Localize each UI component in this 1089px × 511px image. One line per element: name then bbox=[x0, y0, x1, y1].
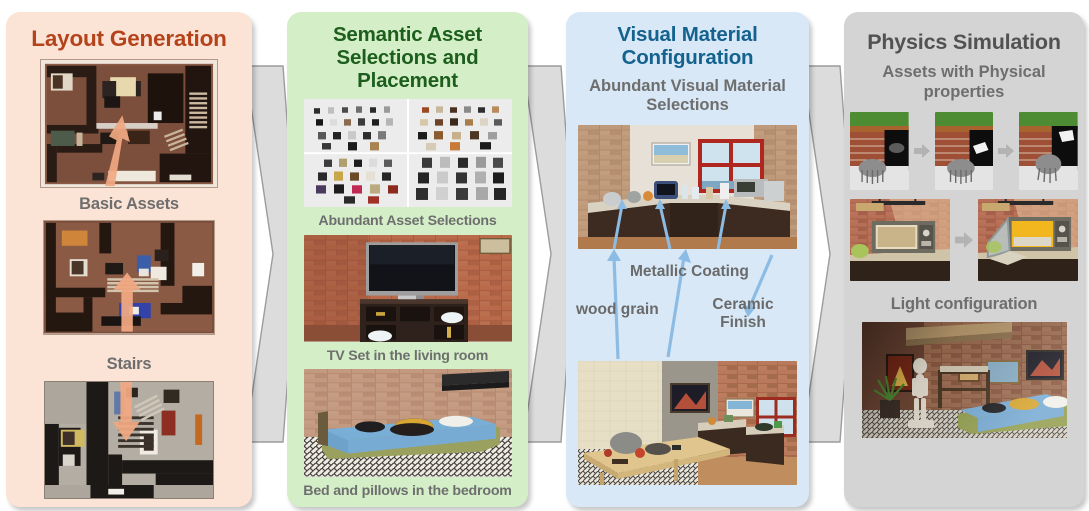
caption-tv-set: TV Set in the living room bbox=[326, 347, 489, 364]
caption-bed-pillows: Bed and pillows in the bedroom bbox=[303, 482, 512, 499]
material-arrows-upper bbox=[612, 198, 731, 249]
microwave-frame-open bbox=[978, 199, 1078, 282]
panel-layout-generation: Layout Generation bbox=[6, 12, 252, 507]
stairs-arrow-up bbox=[113, 272, 141, 332]
dining-room-render bbox=[578, 360, 797, 485]
label-ceramic-finish: Ceramic Finish bbox=[712, 295, 774, 332]
basic-assets-arrow bbox=[105, 115, 130, 187]
caption-light-configuration: Light configuration bbox=[890, 295, 1038, 314]
material-annotation-zone: Metallic Coating wood grain Ceramic Fini… bbox=[572, 248, 803, 365]
panel-title-layout-generation: Layout Generation bbox=[31, 26, 227, 51]
panel-semantic-asset-selection: Semantic Asset Selections and Placement bbox=[287, 12, 528, 507]
label-metallic-coating: Metallic Coating bbox=[630, 262, 749, 280]
floorplan-upper-level bbox=[40, 59, 218, 189]
panel-physics-simulation: Physics Simulation Assets with Physical … bbox=[844, 12, 1084, 507]
panel-title-semantic-asset-selection: Semantic Asset Selections and Placement bbox=[332, 23, 483, 92]
bike-rack-frame-3 bbox=[1019, 112, 1079, 191]
sequence-arrow-icon bbox=[955, 232, 973, 248]
bike-rack-frame-2 bbox=[934, 112, 994, 191]
subtitle-abundant-visual-material-selections: Abundant Visual Material Selections bbox=[589, 76, 786, 115]
caption-abundant-asset-selections: Abundant Asset Selections bbox=[318, 213, 497, 230]
floorplan-middle-level bbox=[43, 220, 215, 335]
panel-title-visual-material-configuration: Visual Material Configuration bbox=[617, 23, 758, 69]
sequence-arrow-icon bbox=[998, 144, 1015, 159]
microwave-sequence bbox=[850, 199, 1078, 282]
connector-chevron-3 bbox=[800, 36, 856, 472]
bike-rack-sequence bbox=[850, 112, 1079, 191]
bed-render bbox=[303, 369, 512, 477]
caption-basic-assets: Basic Assets bbox=[79, 195, 179, 214]
panel-title-physics-simulation: Physics Simulation bbox=[867, 30, 1061, 54]
subtitle-assets-with-physical-properties: Assets with Physical properties bbox=[882, 63, 1046, 101]
bike-rack-frame-1 bbox=[850, 112, 909, 191]
caption-stairs: Stairs bbox=[106, 354, 152, 373]
sequence-arrow-icon bbox=[913, 144, 930, 159]
panel-visual-material-configuration: Visual Material Configuration Abundant V… bbox=[566, 12, 809, 507]
tv-set-render bbox=[303, 235, 512, 342]
stairs-arrow-down bbox=[112, 381, 140, 441]
asset-grid-image bbox=[303, 98, 512, 208]
microwave-frame-closed bbox=[850, 199, 950, 282]
material-annotation-arrows bbox=[607, 248, 774, 359]
label-wood-grain: wood grain bbox=[576, 300, 659, 318]
connector-chevron-2 bbox=[521, 36, 577, 472]
floorplan-lower-level bbox=[44, 380, 214, 499]
connector-chevron-1 bbox=[243, 36, 299, 472]
kitchen-counter-render bbox=[578, 124, 797, 249]
bedroom-light-render bbox=[861, 321, 1067, 438]
